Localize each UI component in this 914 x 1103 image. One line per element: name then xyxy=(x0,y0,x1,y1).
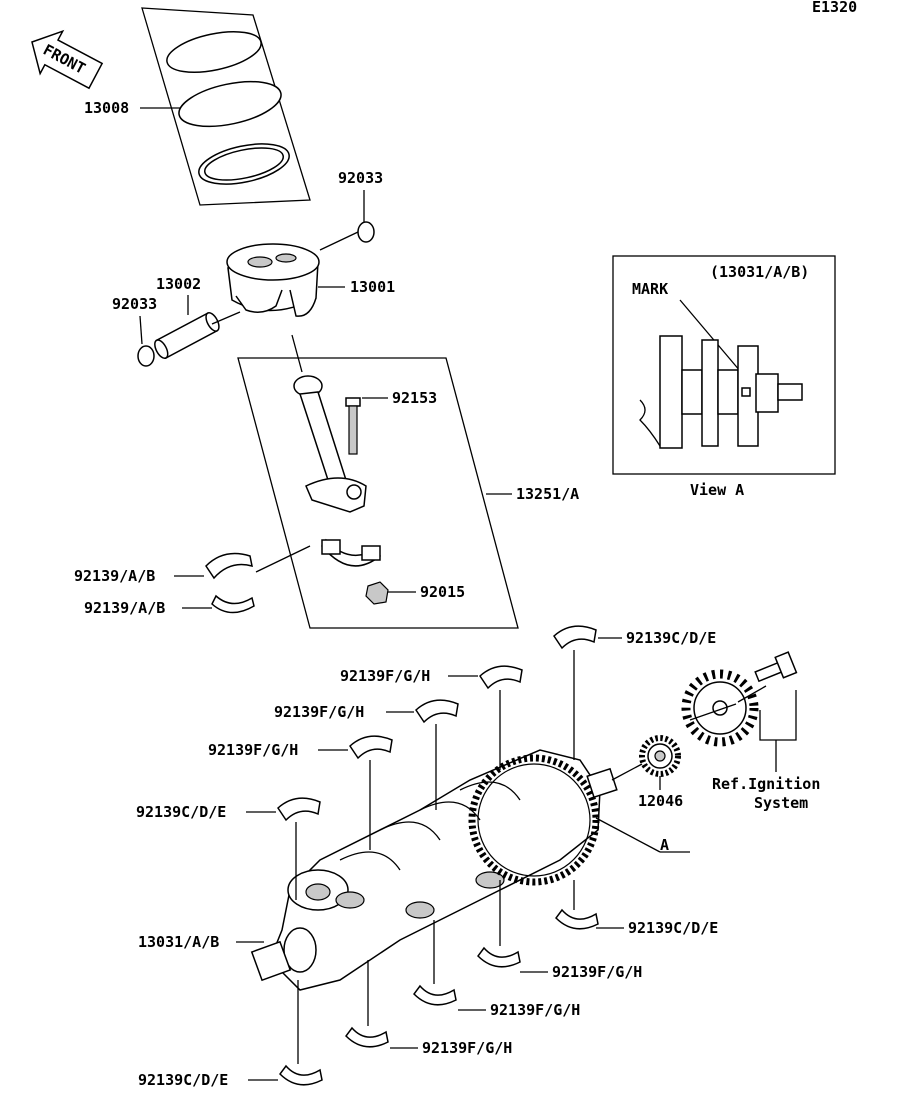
label-92033-left: 92033 xyxy=(112,295,157,313)
view-a-frame xyxy=(612,255,836,475)
view-a-crank-detail xyxy=(639,335,803,449)
piston-pin xyxy=(154,312,220,360)
label-92139cde-bottom: 92139C/D/E xyxy=(138,1071,228,1089)
ref-ignition-line1: Ref.Ignition xyxy=(712,775,820,793)
rod-cap xyxy=(321,538,381,567)
rotor-bolt xyxy=(754,651,798,683)
diagram-code: E1320 xyxy=(812,0,857,16)
conrod-bearing-lower xyxy=(211,594,255,614)
view-a-mark-label: MARK xyxy=(632,280,668,298)
connecting-rod-frame xyxy=(237,357,519,629)
label-92015: 92015 xyxy=(420,583,465,601)
timing-rotor xyxy=(681,669,759,747)
main-bearing-top-2 xyxy=(479,665,523,690)
view-a-caption: View A xyxy=(690,481,744,499)
label-92139cde-right: 92139C/D/E xyxy=(628,919,718,937)
label-92139ab-2: 92139/A/B xyxy=(84,599,165,617)
main-bearing-bottom-1 xyxy=(555,908,599,930)
main-bearing-top-4 xyxy=(349,735,393,760)
crankshaft xyxy=(250,749,618,991)
circlip-top xyxy=(357,221,375,243)
label-13251: 13251/A xyxy=(516,485,579,503)
piston-rings xyxy=(166,31,290,185)
label-92139fgh-b1: 92139F/G/H xyxy=(552,963,642,981)
main-bearing-bottom-3 xyxy=(413,984,457,1006)
crank-gear xyxy=(639,735,681,777)
label-92139cde-top: 92139C/D/E xyxy=(626,629,716,647)
piston-rings-frame xyxy=(141,7,311,206)
label-12046: 12046 xyxy=(638,792,683,810)
label-13002: 13002 xyxy=(156,275,201,293)
label-92139fgh-1: 92139F/G/H xyxy=(340,667,430,685)
rod-nut xyxy=(365,581,389,605)
label-92139fgh-b2: 92139F/G/H xyxy=(490,1001,580,1019)
main-bearing-bottom-5 xyxy=(279,1064,323,1086)
label-92139ab-1: 92139/A/B xyxy=(74,567,155,585)
label-92139fgh-2: 92139F/G/H xyxy=(274,703,364,721)
arrow-a-label: A xyxy=(660,836,669,854)
piston xyxy=(226,243,320,317)
connecting-rod xyxy=(293,375,367,513)
circlip-left xyxy=(137,345,155,367)
main-bearing-bottom-2 xyxy=(477,946,521,968)
label-92139fgh-b3: 92139F/G/H xyxy=(422,1039,512,1057)
conrod-bolt xyxy=(345,397,361,455)
label-92139fgh-3: 92139F/G/H xyxy=(208,741,298,759)
label-13008: 13008 xyxy=(84,99,129,117)
main-bearing-top-3 xyxy=(415,699,459,724)
view-a-ref: (13031/A/B) xyxy=(710,263,809,281)
label-13031: 13031/A/B xyxy=(138,933,219,951)
main-bearing-top-1 xyxy=(553,625,597,650)
main-bearing-top-5 xyxy=(277,797,321,822)
label-92033-top: 92033 xyxy=(338,169,383,187)
main-bearing-bottom-4 xyxy=(345,1026,389,1048)
label-92153: 92153 xyxy=(392,389,437,407)
ref-ignition-line2: System xyxy=(754,794,808,812)
conrod-bearing-upper xyxy=(205,552,253,580)
front-arrow-icon: FRONT xyxy=(31,29,104,90)
label-92139cde-left: 92139C/D/E xyxy=(136,803,226,821)
label-13001: 13001 xyxy=(350,278,395,296)
